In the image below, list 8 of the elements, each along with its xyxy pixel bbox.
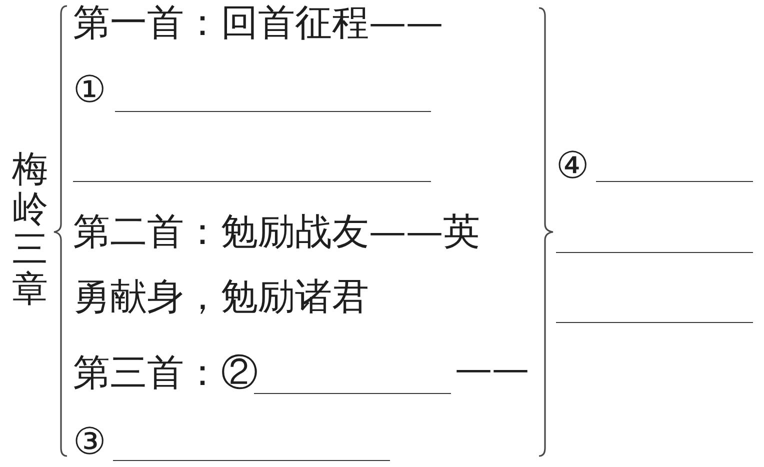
text-line: 第三首：② — [73, 353, 258, 393]
text-paragraph: 第二首：勉励战友——英勇献身，勉励诸君 — [73, 209, 481, 320]
callout-number: ③ — [73, 422, 106, 462]
callout-number: ④ — [556, 146, 589, 186]
dash-text: —— — [455, 349, 529, 389]
vertical-title: 梅岭三章 — [12, 150, 49, 310]
callout-number: ① — [73, 70, 106, 110]
text-line: 第一首：回首征程—— — [73, 3, 443, 43]
